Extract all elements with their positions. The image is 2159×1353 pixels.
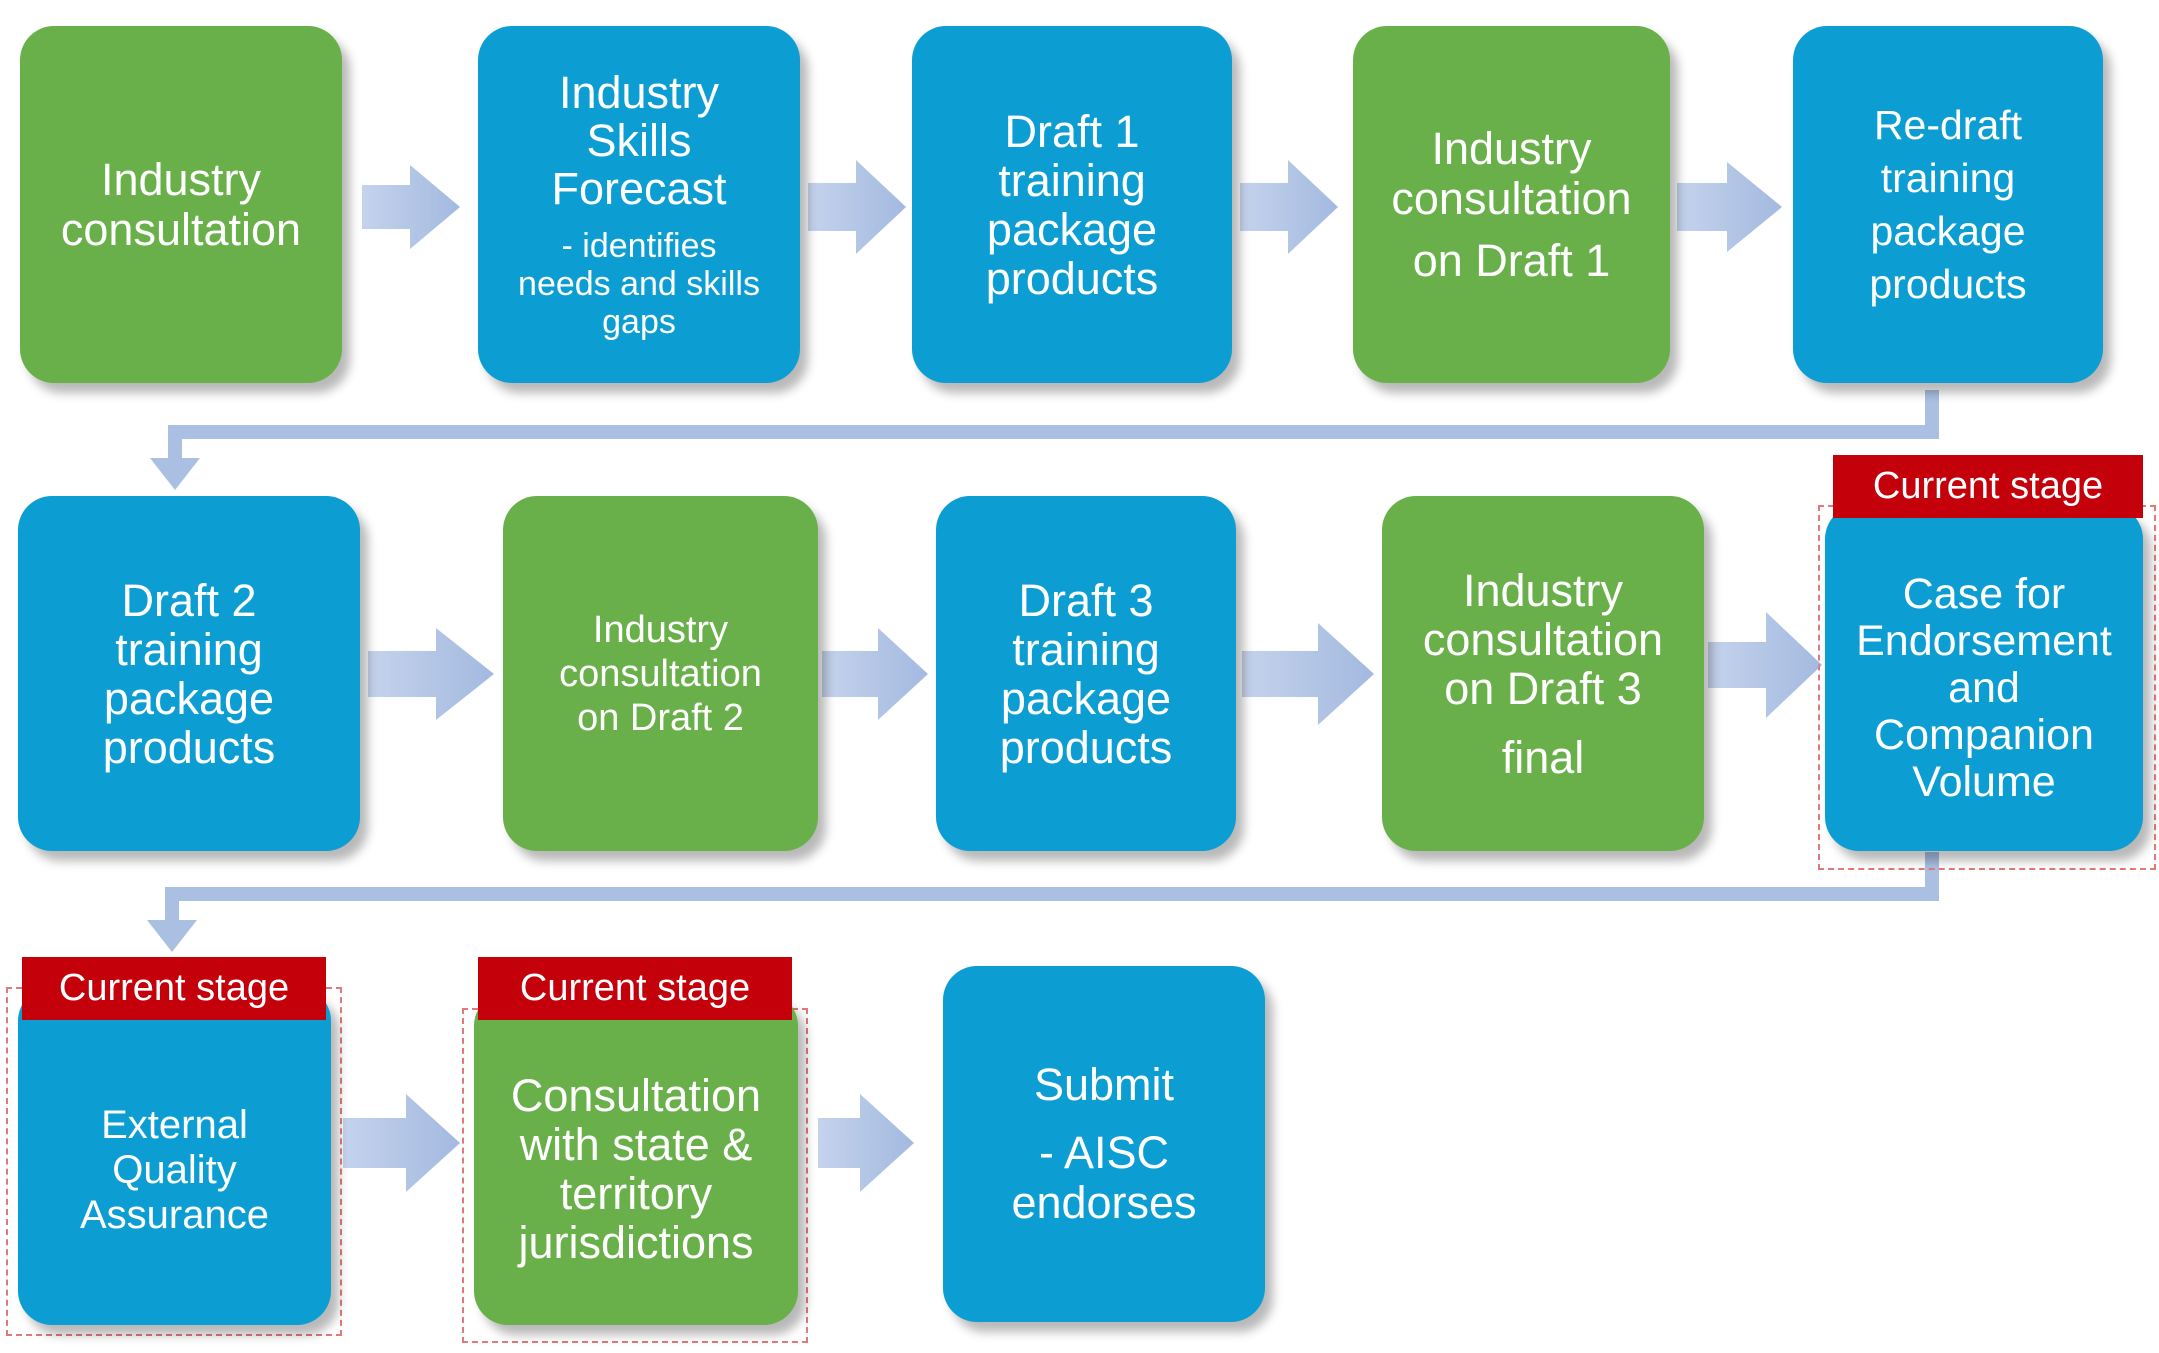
- step-text: training: [115, 623, 263, 675]
- connector-arrowhead-row-2: [150, 458, 200, 490]
- arrow-10: [818, 1094, 914, 1192]
- arrow-4: [1677, 162, 1782, 252]
- step-text: territory: [559, 1167, 713, 1219]
- step-subtext: needs and skills: [518, 264, 760, 303]
- step-consultation-draft-2: Industry consultation on Draft 2: [503, 496, 818, 851]
- step-text: on Draft 2: [577, 696, 744, 739]
- step-text: External: [101, 1102, 248, 1147]
- step-text: jurisdictions: [518, 1216, 754, 1268]
- step-text: products: [999, 721, 1173, 773]
- step-text: training: [998, 154, 1146, 206]
- connector-row-2-to-row-3: [165, 852, 1939, 922]
- step-text: products: [1869, 260, 2027, 307]
- step-text: Endorsement: [1856, 616, 2112, 665]
- step-subtext: - AISC: [1038, 1127, 1170, 1178]
- step-text: Forecast: [551, 162, 727, 214]
- step-text: Assurance: [80, 1192, 269, 1237]
- step-text: Volume: [1912, 757, 2056, 806]
- connector-row-1-to-row-2: [168, 390, 1939, 460]
- step-text: package: [103, 672, 275, 724]
- step-text: Draft 1: [1004, 105, 1140, 157]
- step-case-for-endorsement: Case for Endorsement and Companion Volum…: [1825, 505, 2143, 851]
- arrow-8: [1708, 612, 1822, 718]
- step-text: training: [1012, 623, 1160, 675]
- step-consultation-draft-1: Industry consultation on Draft 1: [1353, 26, 1670, 383]
- step-text: package: [986, 203, 1158, 255]
- step-text: consultation: [559, 652, 762, 695]
- step-draft-2: Draft 2 training package products: [18, 496, 360, 851]
- step-text: Consultation: [510, 1069, 762, 1121]
- step-text: on Draft 1: [1412, 234, 1611, 286]
- step-consultation-draft-3: Industry consultation on Draft 3 final: [1382, 496, 1704, 851]
- step-text: with state &: [519, 1118, 753, 1170]
- step-text: and: [1948, 663, 2020, 712]
- step-text: final: [1501, 731, 1585, 783]
- arrow-6: [822, 628, 928, 720]
- step-text: Draft 3: [1018, 574, 1154, 626]
- arrow-1: [362, 165, 460, 249]
- step-text: Companion: [1874, 710, 2094, 759]
- step-text: consultation: [1391, 172, 1632, 224]
- step-subtext: gaps: [602, 302, 676, 341]
- current-stage-badge: Current stage: [22, 957, 326, 1020]
- arrow-7: [1242, 623, 1374, 725]
- step-text: Skills: [586, 114, 692, 166]
- step-text: Case for: [1902, 569, 2066, 618]
- step-re-draft: Re-draft training package products: [1793, 26, 2103, 383]
- step-text: Draft 2: [121, 574, 257, 626]
- arrow-2: [808, 160, 906, 254]
- step-text: products: [102, 721, 276, 773]
- step-subtext: endorses: [1011, 1177, 1197, 1228]
- step-text: Re-draft: [1873, 101, 2023, 148]
- step-text: Quality: [112, 1147, 237, 1192]
- arrow-5: [368, 628, 494, 720]
- step-text: consultation: [60, 203, 302, 255]
- step-external-quality-assurance: External Quality Assurance: [18, 987, 331, 1325]
- connector-arrowhead-row-3: [147, 920, 197, 952]
- step-text: Industry: [592, 608, 729, 651]
- step-text: Industry: [1462, 564, 1624, 616]
- arrow-3: [1240, 160, 1338, 254]
- step-consultation-state-territory: Consultation with state & territory juri…: [474, 992, 798, 1325]
- step-text: Industry: [558, 66, 720, 118]
- step-draft-1: Draft 1 training package products: [912, 26, 1232, 383]
- current-stage-badge: Current stage: [478, 957, 792, 1020]
- step-industry-consultation: Industry consultation: [20, 26, 342, 383]
- step-text: package: [1870, 207, 2026, 254]
- step-text: Industry: [100, 153, 262, 205]
- step-text: Industry: [1431, 122, 1592, 174]
- step-submit: Submit - AISC endorses: [943, 966, 1265, 1322]
- current-stage-badge: Current stage: [1833, 455, 2143, 518]
- step-text: training: [1880, 154, 2016, 201]
- step-text: products: [985, 252, 1159, 304]
- step-text: consultation: [1422, 613, 1664, 665]
- step-industry-skills-forecast: Industry Skills Forecast - identifies ne…: [478, 26, 800, 383]
- step-text: package: [1000, 672, 1172, 724]
- step-draft-3: Draft 3 training package products: [936, 496, 1236, 851]
- step-text: Submit: [1033, 1059, 1175, 1110]
- arrow-9: [343, 1094, 460, 1192]
- step-subtext: - identifies: [561, 226, 717, 265]
- step-text: on Draft 3: [1444, 662, 1642, 714]
